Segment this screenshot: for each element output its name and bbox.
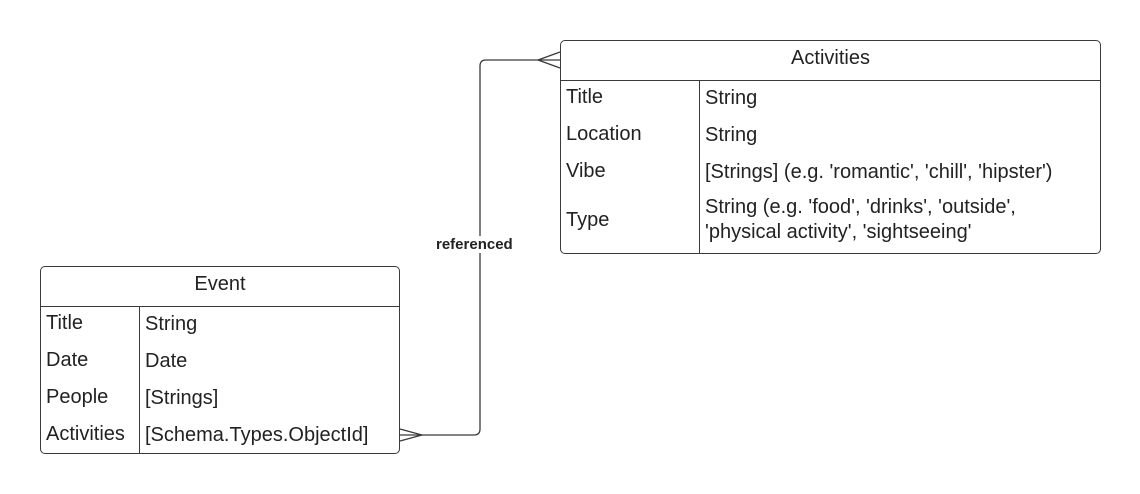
entity-activities[interactable]: Activities Title String Location String … (560, 40, 1101, 254)
entity-title: Activities (561, 41, 1100, 81)
entity-title: Event (41, 267, 399, 307)
entity-fields: Title String Location String Vibe [Strin… (561, 81, 1100, 253)
field-type: String (145, 313, 198, 335)
field-name: Title (566, 86, 604, 108)
crows-foot-activities-end (537, 51, 561, 69)
field-type: String (e.g. 'food', 'drinks', 'outside'… (705, 196, 1016, 243)
field-name: Date (46, 349, 89, 371)
field-name: Activities (46, 423, 125, 445)
column-divider (139, 307, 140, 453)
field-type: String (705, 87, 758, 109)
entity-event[interactable]: Event Title String Date Date People [Str… (40, 266, 400, 454)
field-type: [Schema.Types.ObjectId] (145, 424, 369, 446)
field-type: Date (145, 350, 188, 372)
field-name: Vibe (566, 160, 606, 182)
field-type: String (705, 124, 758, 146)
column-divider (699, 81, 700, 253)
field-name: Location (566, 123, 642, 145)
field-type: [Strings] (145, 387, 219, 409)
field-name: Type (566, 209, 610, 231)
field-name: Title (46, 312, 84, 334)
relationship-label: referenced (436, 236, 513, 253)
crows-foot-event-end (399, 428, 423, 442)
field-name: People (46, 386, 109, 408)
entity-fields: Title String Date Date People [Strings] … (41, 307, 399, 453)
field-type: [Strings] (e.g. 'romantic', 'chill', 'hi… (705, 161, 1053, 183)
